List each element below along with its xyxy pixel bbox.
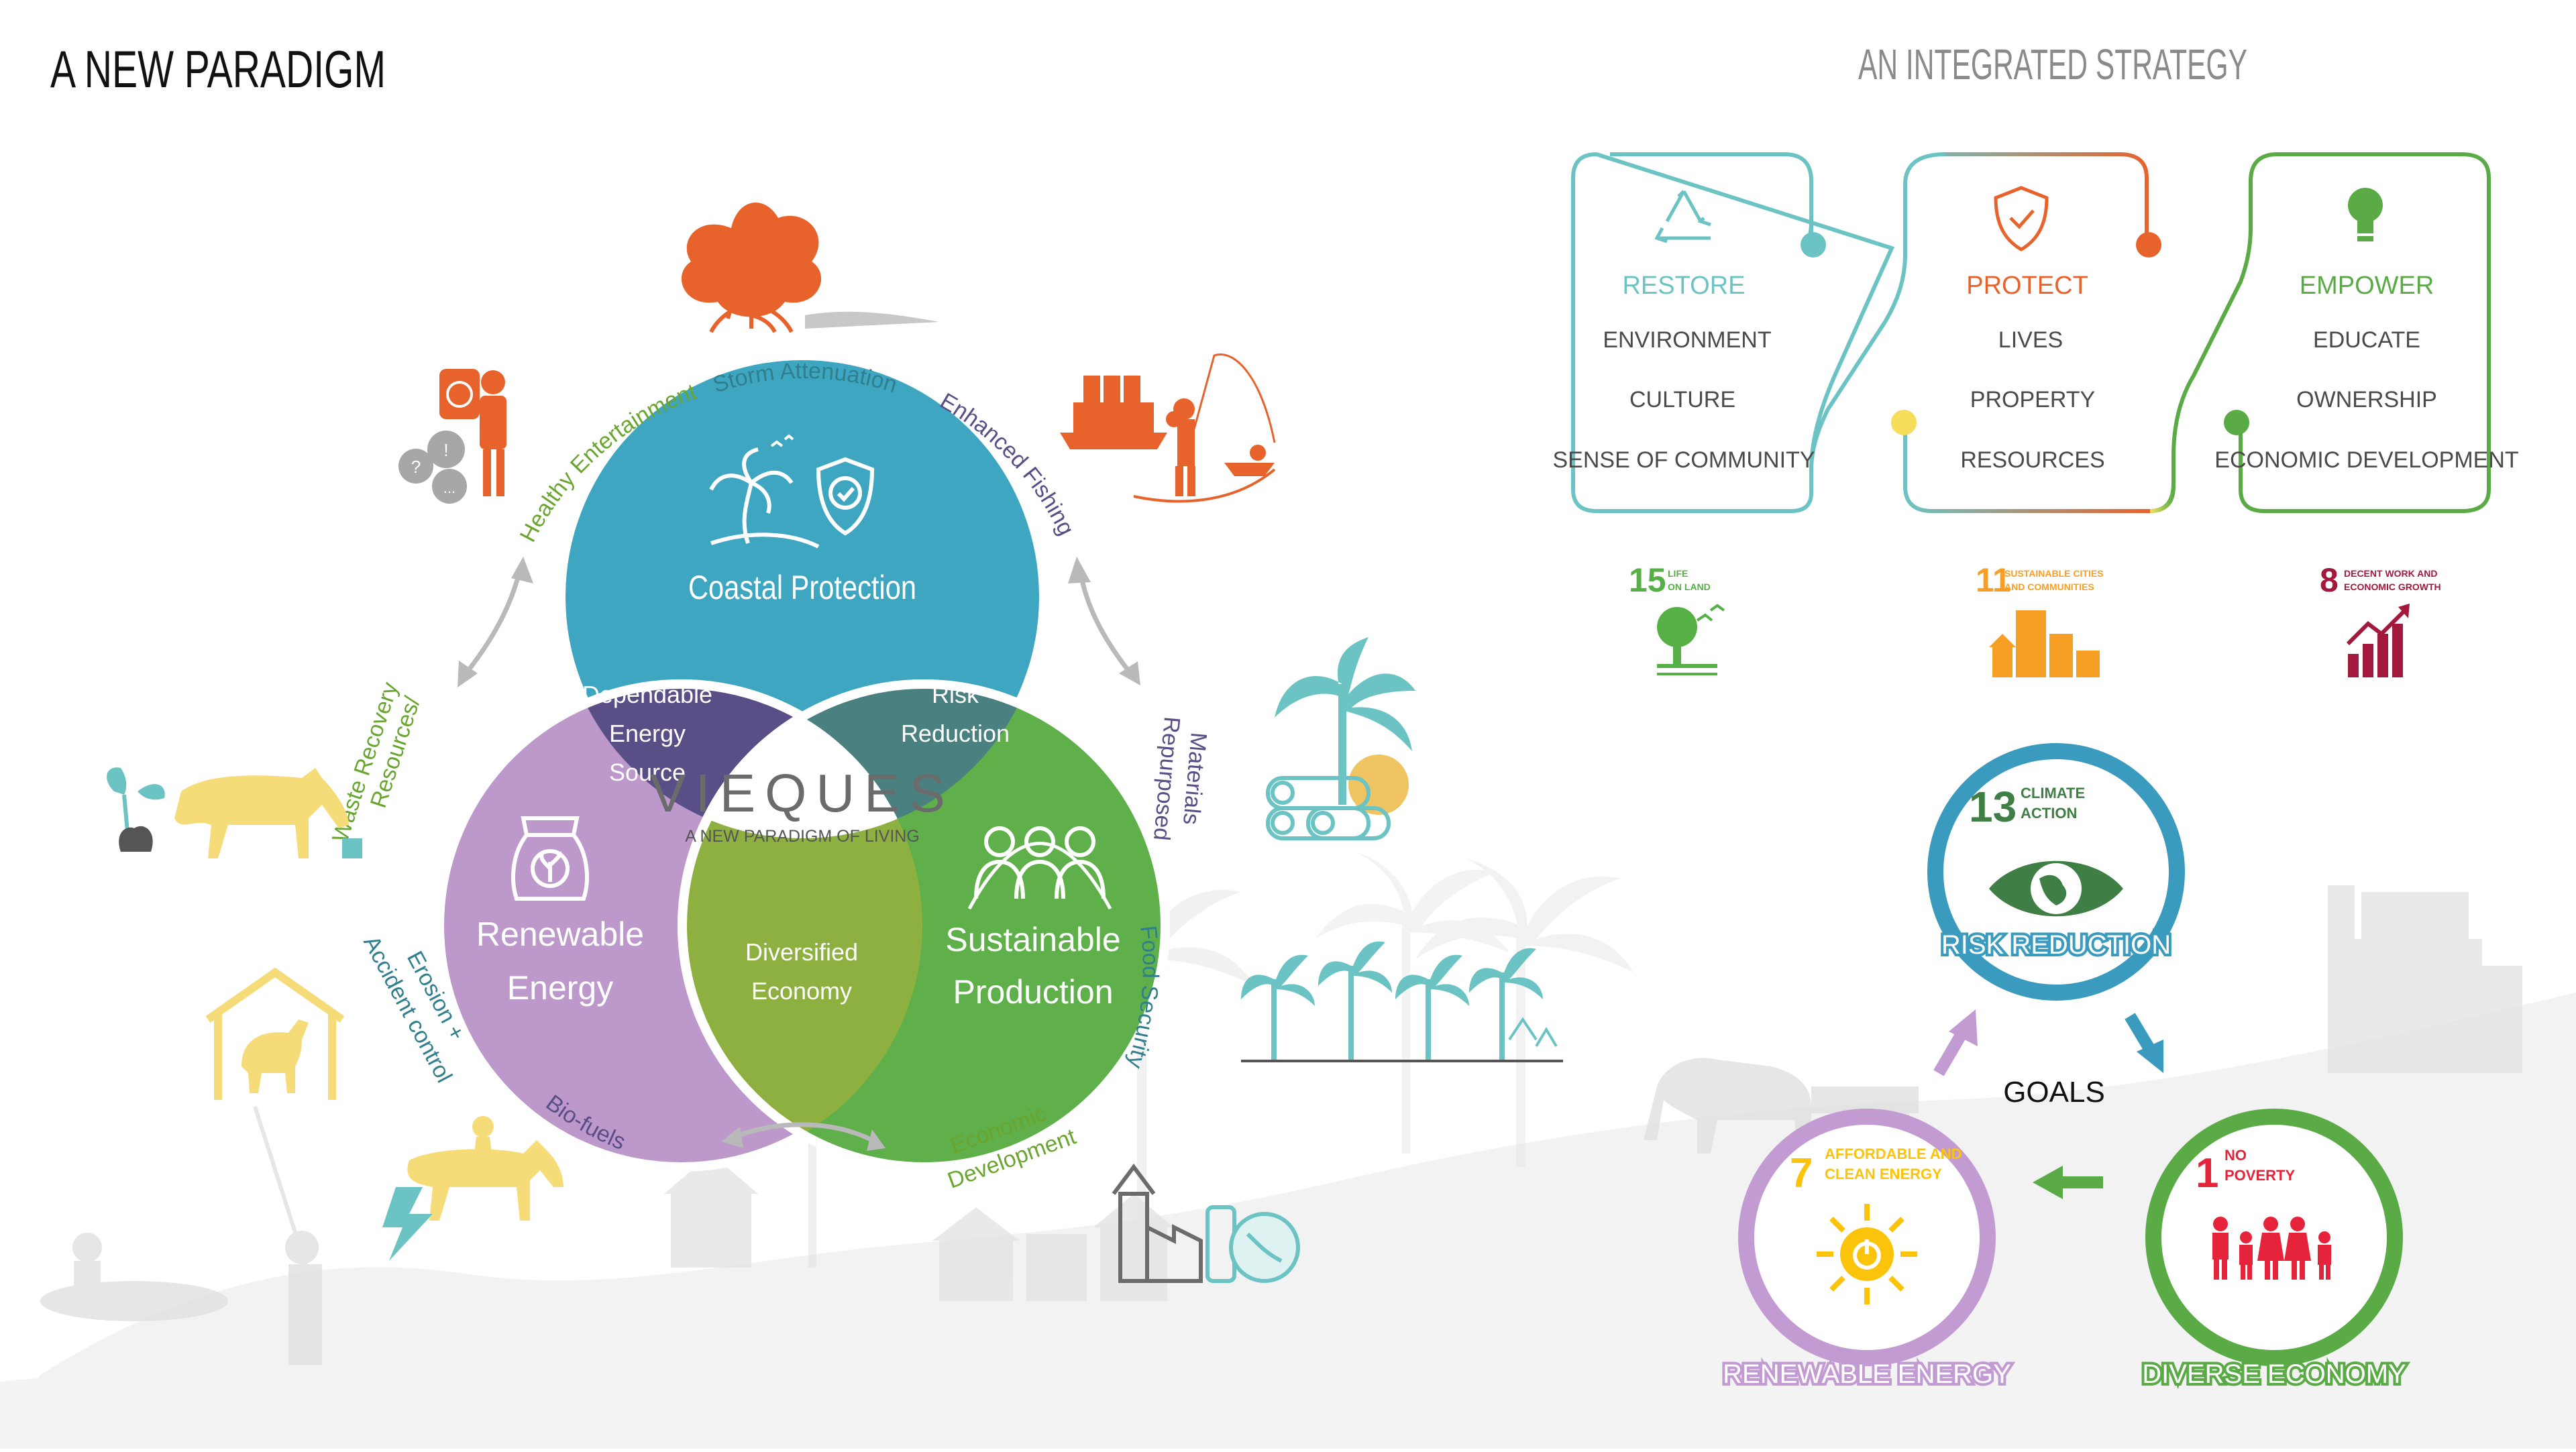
goal-number: 7 [1790, 1150, 1813, 1196]
economy-overlap-line1: Diversified [745, 938, 858, 966]
vieques-center [682, 684, 922, 838]
family-icon [2212, 1217, 2331, 1280]
restore-item: CULTURE [1629, 387, 1735, 412]
sun-power-icon [1817, 1204, 1917, 1304]
sdg-caption-line1: LIFE [1668, 568, 1688, 579]
protect-title: PROTECT [1966, 272, 2088, 300]
sdg-number: 15 [1629, 561, 1666, 599]
risk-overlap-line2: Reduction [901, 720, 1010, 747]
fisherman-icon [1060, 353, 1276, 503]
goals-cycle: GOALS 13 CLIMATE ACTION RISK REDUCTION 7… [1720, 743, 2409, 1392]
protect-item: RESOURCES [1960, 447, 2104, 473]
coastal-protection-label: Coastal Protection [688, 569, 916, 606]
goal-clean-energy: 7 AFFORDABLE AND CLEAN ENERGY RENEWABLE … [1720, 1109, 2014, 1392]
risk-overlap-line1: Risk [932, 681, 979, 708]
energy-overlap-line2: Energy [609, 720, 686, 747]
compost-bag-icon [511, 816, 589, 901]
restore-title: RESTORE [1622, 272, 1745, 300]
sdg-15-badge: 15 LIFE ON LAND [1629, 561, 1725, 675]
goal-climate-action: 13 CLIMATE ACTION RISK REDUCTION [1927, 743, 2185, 1001]
sdg-11-badge: 11 SUSTAINABLE CITIES AND COMMUNITIES [1976, 561, 2104, 677]
svg-text:?: ? [411, 457, 421, 477]
goal-caption-line2: ACTION [2021, 805, 2077, 822]
lightbulb-icon [2348, 188, 2383, 241]
vieques-title: VIEQUES [650, 763, 955, 823]
restore-dot [1801, 232, 1826, 258]
horse-rider-icon [382, 1116, 564, 1261]
protect-dot [2136, 232, 2161, 258]
production-label-line2: Production [953, 973, 1113, 1011]
mangrove-tree-icon [681, 203, 939, 333]
goal-number: 1 [2196, 1150, 2218, 1196]
goal-no-poverty: 1 NO POVERTY DIVERSE ECONOMY [2139, 1109, 2409, 1392]
crop-field-icon [1241, 941, 1563, 1062]
goal-caption-line1: AFFORDABLE AND [1825, 1146, 1962, 1162]
horse-stable-icon [205, 967, 345, 1100]
materials-label: Materials [1178, 732, 1212, 826]
community-people-icon [967, 826, 1112, 910]
energy-overlap-line1: Dependable [582, 681, 712, 708]
tourist-icon: ! ? ... [398, 369, 506, 504]
sdg-caption-line2: ECONOMIC GROWTH [2344, 581, 2441, 592]
goal-caption-line1: CLIMATE [2021, 785, 2085, 801]
strategy-card-texts: RESTORE ENVIRONMENT CULTURE SENSE OF COM… [1552, 272, 2518, 473]
goal-label: DIVERSE ECONOMY [2142, 1359, 2406, 1389]
city-buildings-icon [1989, 610, 2100, 677]
shield-check-icon [1994, 186, 2049, 252]
goal-caption-line2: POVERTY [2224, 1167, 2295, 1184]
empower-item: ECONOMIC DEVELOPMENT [2214, 447, 2518, 473]
recycle-icon [1654, 190, 1711, 243]
sdg-number: 8 [2320, 561, 2339, 599]
goal-label: RENEWABLE ENERGY [1723, 1359, 2011, 1389]
cycle-arrow [1933, 1029, 1968, 1076]
growth-chart-icon [2346, 604, 2410, 677]
page-title: A NEW PARADIGM [50, 40, 386, 99]
restore-item: ENVIRONMENT [1603, 327, 1771, 353]
factory-icon [1112, 1164, 1300, 1283]
eye-earth-icon [1989, 860, 2123, 917]
empower-title: EMPOWER [2300, 272, 2434, 300]
palm-shield-icon [709, 434, 875, 549]
tree-bird-icon [1657, 604, 1725, 675]
sdg-caption-line1: SUSTAINABLE CITIES [2004, 568, 2104, 579]
sdg-caption-line2: ON LAND [1668, 581, 1711, 592]
goal-caption-line1: NO [2224, 1147, 2247, 1164]
venn-arrows [458, 557, 1140, 1151]
production-label-line1: Sustainable [945, 921, 1120, 958]
sdg-caption-line2: AND COMMUNITIES [2004, 581, 2094, 592]
sdg-caption-line1: DECENT WORK AND [2344, 568, 2437, 579]
renewable-label-line2: Energy [507, 969, 613, 1007]
protect-yellow-dot [1891, 410, 1917, 435]
cycle-arrow [2125, 1013, 2155, 1053]
empower-item: EDUCATE [2313, 327, 2420, 353]
goal-label: RISK REDUCTION [1941, 930, 2171, 960]
renewable-label-line1: Renewable [476, 915, 644, 953]
palm-logs-icon [1266, 637, 1415, 840]
goal-caption-line2: CLEAN ENERGY [1825, 1166, 1942, 1182]
strategy-dots [1801, 232, 2249, 435]
protect-item: LIVES [1998, 327, 2063, 353]
goals-label: GOALS [2003, 1076, 2105, 1109]
goal-number: 13 [1969, 783, 2017, 831]
empower-dot [2224, 410, 2249, 435]
venn-diagram: Coastal Protection Renewable Energy Sust… [435, 351, 1170, 1172]
economy-overlap-line2: Economy [751, 977, 852, 1005]
protect-item: PROPERTY [1970, 387, 2095, 412]
svg-text:...: ... [443, 480, 455, 496]
strategy-title: AN INTEGRATED STRATEGY [1858, 40, 2247, 89]
horse-feeding-icon [107, 767, 362, 858]
empower-item: OWNERSHIP [2296, 387, 2437, 412]
svg-text:!: ! [443, 440, 448, 460]
energy-overlap-line3: Source [609, 759, 686, 786]
protect-card-outline [1903, 152, 2150, 513]
sdg-number: 11 [1976, 561, 2011, 599]
restore-item: SENSE OF COMMUNITY [1552, 447, 1815, 473]
sdg-8-badge: 8 DECENT WORK AND ECONOMIC GROWTH [2320, 561, 2441, 677]
vieques-subtitle: A NEW PARADIGM OF LIVING [685, 827, 920, 846]
